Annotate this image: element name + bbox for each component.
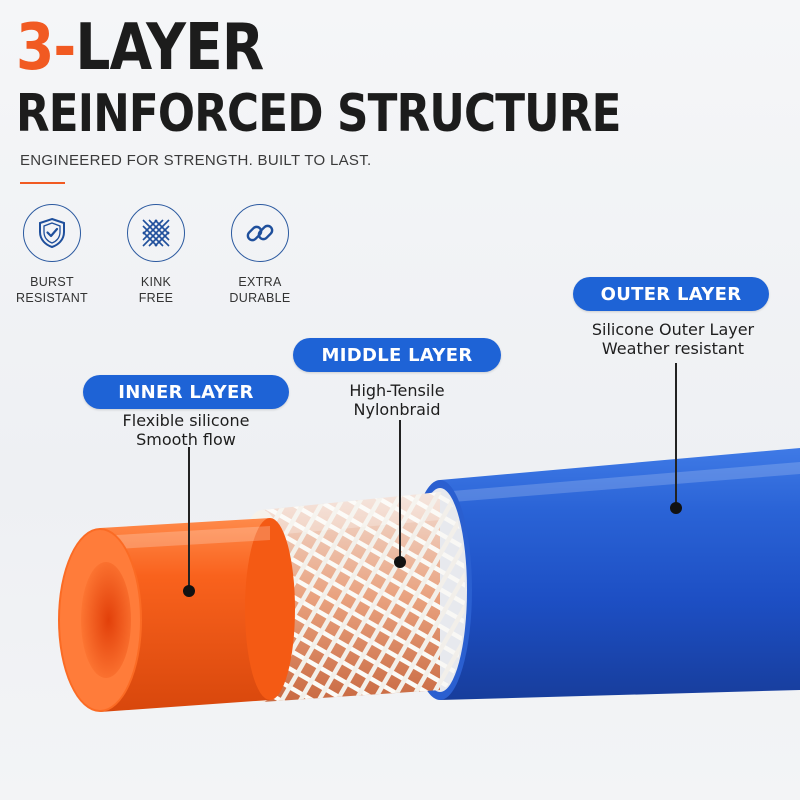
chain-link-icon	[246, 224, 274, 242]
feature-label-line1: BURST	[30, 275, 74, 289]
inner-leader-line	[188, 447, 190, 591]
feature-icon-circle	[23, 204, 81, 262]
outer-layer-line2: Weather resistant	[601, 339, 745, 358]
outer-layer-desc: Silicone Outer Layer Weather resistant	[570, 320, 776, 358]
mesh-icon	[142, 219, 170, 247]
feature-label-line2: DURABLE	[229, 291, 291, 305]
feature-icon-circle	[231, 204, 289, 262]
middle-leader-dot	[394, 556, 406, 568]
outer-layer-title: OUTER LAYER	[573, 277, 769, 311]
feature-icon-circle	[127, 204, 185, 262]
tagline: ENGINEERED FOR STRENGTH. BUILT TO LAST.	[20, 152, 372, 169]
outer-layer-hose	[408, 448, 800, 700]
inner-layer-line1: Flexible silicone	[122, 411, 250, 430]
inner-layer-hose	[58, 518, 295, 712]
middle-leader-line	[399, 420, 401, 562]
outer-leader-line	[675, 363, 677, 508]
middle-layer-line1: High-Tensile	[349, 381, 445, 400]
feature-burst-resistant: BURST RESISTANT	[2, 204, 102, 306]
middle-layer-desc: High-Tensile Nylonbraid	[297, 381, 497, 419]
feature-label-line1: EXTRA	[238, 275, 282, 289]
tagline-underline	[20, 182, 65, 184]
middle-layer-title: MIDDLE LAYER	[293, 338, 501, 372]
inner-layer-desc: Flexible silicone Smooth flow	[80, 411, 292, 449]
headline-main: 3-LAYER	[16, 11, 264, 85]
feature-extra-durable: EXTRA DURABLE	[210, 204, 310, 306]
middle-layer-braid	[234, 492, 465, 702]
headline-layer: LAYER	[75, 11, 264, 85]
feature-label-line2: FREE	[138, 291, 174, 305]
outer-leader-dot	[670, 502, 682, 514]
headline-subtitle: REINFORCED STRUCTURE	[16, 84, 621, 144]
feature-label-line1: KINK	[140, 275, 172, 289]
feature-label-line2: RESISTANT	[16, 291, 88, 305]
shield-check-icon	[39, 217, 65, 249]
inner-leader-dot	[183, 585, 195, 597]
inner-layer-line2: Smooth flow	[136, 430, 236, 449]
feature-kink-free: KINK FREE	[106, 204, 206, 306]
inner-layer-title: INNER LAYER	[83, 375, 289, 409]
headline-accent: 3-	[16, 11, 76, 85]
middle-layer-line2: Nylonbraid	[353, 400, 441, 419]
outer-layer-line1: Silicone Outer Layer	[591, 320, 755, 339]
